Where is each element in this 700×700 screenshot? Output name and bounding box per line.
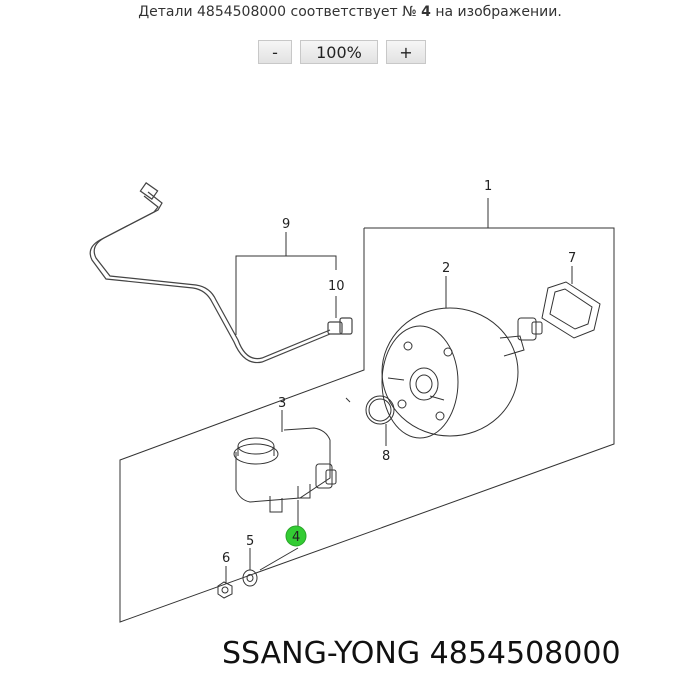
callout-9: 9 (282, 217, 290, 232)
caption-number: 4 (421, 4, 431, 20)
caption-suffix: на изображении. (435, 4, 562, 20)
callout-6: 6 (222, 551, 230, 566)
footer-title: SSANG-YONG 4854508000 (222, 636, 621, 671)
assembly-frame (119, 227, 615, 623)
nut (217, 581, 233, 599)
zoom-in-button[interactable]: + (386, 40, 426, 64)
o-ring (365, 395, 395, 425)
callout-2: 2 (442, 261, 450, 276)
callout-10: 10 (328, 279, 345, 294)
callout-7: 7 (568, 251, 576, 266)
washer (242, 569, 258, 587)
leader-9 (235, 255, 337, 335)
zoom-controls: - 100% + (258, 40, 426, 64)
footer-part-number: 4854508000 (429, 636, 621, 671)
brake-booster (381, 307, 543, 439)
part-caption: Детали 4854508000 соответствует № 4 на и… (0, 4, 700, 20)
zoom-level-button[interactable]: 100% (300, 40, 378, 64)
highlight-marker (285, 525, 307, 547)
callout-8: 8 (382, 449, 390, 464)
zoom-out-button[interactable]: - (258, 40, 292, 64)
footer-brand: SSANG-YONG (222, 636, 421, 671)
caption-prefix: Детали 4854508000 соответствует № (138, 4, 417, 20)
brake-pipe (89, 182, 353, 364)
callout-3: 3 (278, 396, 286, 411)
callout-4: 4 (292, 530, 300, 545)
callout-5: 5 (246, 534, 254, 549)
callout-1: 1 (484, 179, 492, 194)
master-cylinder (233, 427, 337, 513)
gasket (541, 281, 601, 339)
